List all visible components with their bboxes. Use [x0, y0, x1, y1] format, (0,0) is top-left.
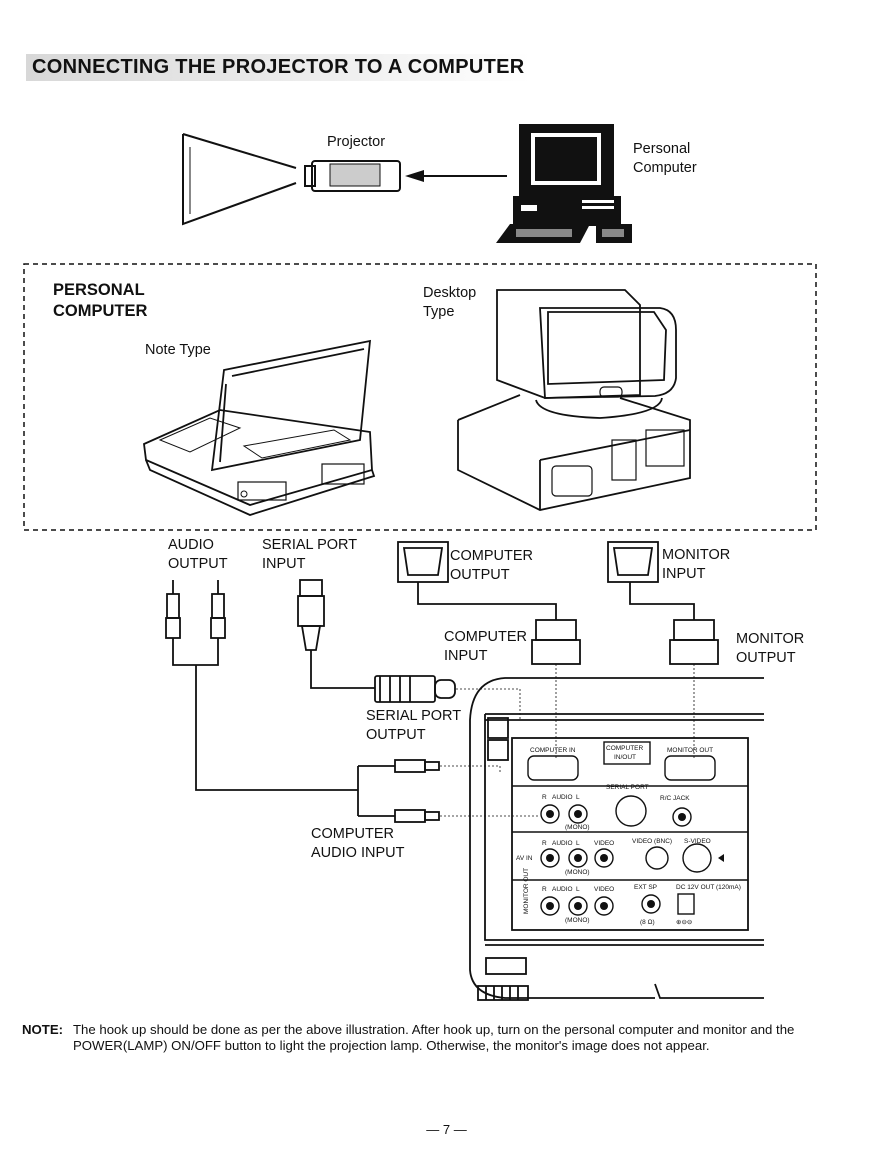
- projector-label: Projector: [327, 134, 386, 150]
- panel-computer-inout-1: COMPUTER: [606, 745, 644, 752]
- panel-video-bnc: VIDEO (BNC): [632, 838, 672, 845]
- panel-s-video: S-VIDEO: [684, 838, 711, 845]
- panel-video-1: VIDEO: [594, 840, 614, 847]
- note-label: NOTE:: [22, 1022, 64, 1037]
- audio-l-jack: [568, 804, 588, 824]
- computer-input-connector: [531, 619, 581, 760]
- monitor-output-connector: [669, 619, 719, 760]
- serial-port-jack: [615, 795, 647, 827]
- page-title: CONNECTING THE PROJECTOR TO A COMPUTER: [26, 54, 531, 81]
- s-video-jack: [682, 843, 712, 873]
- panel-ohm: (8 Ω): [640, 919, 655, 926]
- ext-sp-jack: [641, 894, 661, 914]
- panel-serial-port: SERIAL PORT: [606, 784, 649, 791]
- computer-output-label-2: OUTPUT: [450, 567, 510, 583]
- computer-audio-input-label-2: AUDIO INPUT: [311, 845, 405, 861]
- serial-output-label-2: OUTPUT: [366, 727, 426, 743]
- panel-computer-in: COMPUTER IN: [530, 747, 576, 754]
- personal-computer-label-1: Personal: [633, 141, 691, 157]
- note-type-label: Note Type: [145, 342, 211, 358]
- computer-input-label-1: COMPUTER: [444, 629, 527, 645]
- personal-computer-box: [23, 263, 817, 531]
- monitor-input-label-2: INPUT: [662, 566, 706, 582]
- panel-audio-2: AUDIO: [552, 840, 573, 847]
- audio-output-label-1: AUDIO: [168, 537, 214, 553]
- pc-box-heading-2: COMPUTER: [53, 302, 148, 320]
- panel-audio-l: L: [576, 794, 580, 801]
- monitor-output-label-1: MONITOR: [736, 631, 805, 647]
- note-text: The hook up should be done as per the ab…: [73, 1022, 795, 1053]
- audio-plugs: [165, 580, 358, 791]
- monitor-input-connector: [607, 541, 695, 620]
- serial-plug: [297, 579, 456, 703]
- panel-audio-r: R: [542, 794, 547, 801]
- panel-polarity: ⊕⊖⊖: [676, 919, 693, 926]
- desktop-label-1: Desktop: [423, 285, 477, 301]
- video-bnc-jack: [645, 846, 669, 870]
- panel-av-in: AV IN: [516, 855, 533, 862]
- panel-monitor-out: MONITOR OUT: [667, 747, 713, 754]
- audio-output-label-2: OUTPUT: [168, 556, 228, 572]
- desktop-label-2: Type: [423, 304, 455, 320]
- note-block: NOTE: The hook up should be done as per …: [22, 1022, 822, 1053]
- panel-video-2: VIDEO: [594, 886, 614, 893]
- notebook-pc-icon: [143, 339, 376, 516]
- panel-rc-jack: R/C JACK: [660, 795, 690, 802]
- personal-computer-label-2: Computer: [633, 160, 697, 176]
- panel-audio: AUDIO: [552, 794, 573, 801]
- computer-input-label-2: INPUT: [444, 648, 488, 664]
- panel-audio-l-2: L: [576, 840, 580, 847]
- serial-output-label-1: SERIAL PORT: [366, 708, 462, 724]
- monitor-output-label-2: OUTPUT: [736, 650, 796, 666]
- rc-jack: [672, 807, 692, 827]
- desktop-pc-icon: [457, 289, 691, 511]
- panel-audio-r-2: R: [542, 840, 547, 847]
- panel-dc-out: DC 12V OUT (120mA): [676, 884, 741, 891]
- page-number: — 7 —: [426, 1122, 467, 1137]
- panel-ext-sp: EXT SP: [634, 884, 657, 891]
- panel-audio-r-3: R: [542, 886, 547, 893]
- panel-audio-3: AUDIO: [552, 886, 573, 893]
- pc-box-heading-1: PERSONAL: [53, 281, 145, 299]
- panel-mono-3: (MONO): [565, 917, 590, 924]
- audio-r-jack: [540, 804, 560, 824]
- monitor-input-label-1: MONITOR: [662, 547, 731, 563]
- projector-shape: [311, 160, 401, 192]
- computer-in-port: [527, 755, 579, 781]
- personal-computer-icon: [496, 124, 632, 243]
- dc-out-jack: [677, 893, 695, 915]
- panel-mono-1: (MONO): [565, 824, 590, 831]
- serial-input-label-1: SERIAL PORT: [262, 537, 358, 553]
- panel-monitor-out-side: MONITOR OUT: [523, 868, 530, 914]
- serial-input-label-2: INPUT: [262, 556, 306, 572]
- panel-computer-inout-2: IN/OUT: [614, 754, 636, 761]
- computer-audio-plugs: [357, 759, 440, 823]
- projection-beam: [182, 133, 297, 226]
- panel-mono-2: (MONO): [565, 869, 590, 876]
- projector-rear-body: [469, 677, 764, 1001]
- monitor-out-port: [664, 755, 716, 781]
- computer-audio-input-label-1: COMPUTER: [311, 826, 394, 842]
- panel-audio-l-3: L: [576, 886, 580, 893]
- computer-output-label-1: COMPUTER: [450, 548, 533, 564]
- computer-output-connector: [397, 541, 557, 620]
